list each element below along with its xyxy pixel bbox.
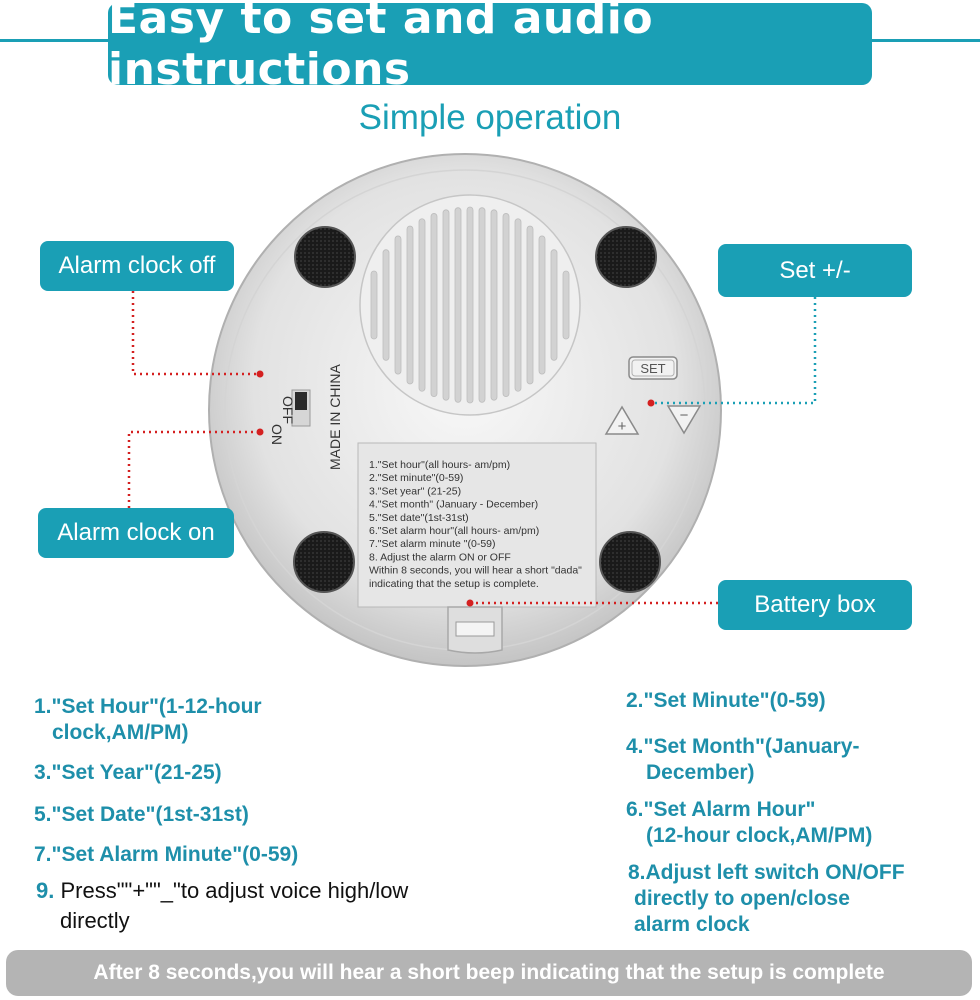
sticker-line: 5."Set date"(1st-31st) [369,512,469,524]
step-9-number: 9. [36,878,55,903]
grille-slot [538,235,546,375]
grille-slot [430,213,438,397]
pointer-alarm-on [127,430,260,508]
grille-slot [490,209,498,401]
speaker-grille [359,194,581,416]
sticker-line: indicating that the setup is complete. [369,578,539,590]
set-button[interactable]: SET [628,356,678,380]
page-title-text: Easy to set and audio instructions [108,0,654,95]
made-in-label: MADE IN CHINA [327,364,343,470]
callout-set-label: Set +/- [779,256,851,284]
grille-slot [394,235,402,375]
minus-button[interactable]: − [666,405,702,435]
step-4-line2: December) [646,761,755,784]
grille-slot [454,207,462,403]
plus-label: + [618,418,627,435]
pointer-dot [466,599,474,607]
page-title: Easy to set and audio instructions [108,0,872,95]
step-8-line1: 8.Adjust left switch ON/OFF [628,861,905,884]
grille-slot [550,249,558,361]
pointer-dot [256,370,264,378]
grille-slot [418,218,426,392]
step-1-line2: clock,AM/PM) [52,721,189,744]
title-line-right [870,39,980,42]
sticker-line: 6."Set alarm hour"(all hours- am/pm) [369,525,539,537]
step-4-line1: 4."Set Month"(January- [626,735,860,758]
plus-button[interactable]: + [604,405,640,435]
step-4: 4."Set Month"(January- December) [626,734,859,786]
callout-alarm-off-label: Alarm clock off [58,252,216,279]
grille-slot [562,270,570,340]
step-1: 1."Set Hour"(1-12-hour clock,AM/PM) [34,694,262,746]
step-6: 6."Set Alarm Hour" (12-hour clock,AM/PM) [626,797,872,849]
on-off-switch[interactable] [291,389,311,427]
rubber-foot [599,531,661,593]
instruction-sticker: 1."Set hour"(all hours- am/pm)2."Set min… [357,442,597,608]
grille-slot [478,207,486,403]
callout-alarm-on: Alarm clock on [38,508,234,558]
callout-alarm-off: Alarm clock off [40,241,234,291]
callout-battery: Battery box [718,580,912,630]
callout-battery-label: Battery box [754,591,876,618]
step-3: 3."Set Year"(21-25) [34,761,222,784]
grille-slot [442,209,450,401]
footer-note: After 8 seconds,you will hear a short be… [6,950,972,996]
grille-slot [406,225,414,385]
step-2: 2."Set Minute"(0-59) [626,689,826,712]
step-6-line1: 6."Set Alarm Hour" [626,798,816,821]
step-5: 5."Set Date"(1st-31st) [34,803,249,826]
grille-slot [526,225,534,385]
title-line-left [0,39,110,42]
callout-alarm-on-label: Alarm clock on [57,519,215,546]
step-8: 8.Adjust left switch ON/OFF directly to … [628,860,905,938]
grille-slot [514,218,522,392]
sticker-line: 3."Set year" (21-25) [369,485,461,497]
pointer-dot [647,399,655,407]
battery-latch[interactable] [447,606,503,654]
set-button-label: SET [640,361,665,376]
sticker-line: 8. Adjust the alarm ON or OFF [369,551,511,563]
step-7: 7."Set Alarm Minute"(0-59) [34,843,299,866]
step-8-line2: directly to open/close [634,887,850,910]
step-9-line2: directly [60,908,130,933]
step-9: 9. Press""+""_"to adjust voice high/low … [36,876,408,936]
step-8-line3: alarm clock [634,913,750,936]
switch-on-label: ON [269,424,285,445]
rubber-foot [595,226,657,288]
sticker-line: 7."Set alarm minute "(0-59) [369,538,496,550]
page-subtitle: Simple operation [358,98,622,137]
sticker-line: Within 8 seconds, you will hear a short … [369,565,582,577]
grille-slot [382,249,390,361]
rubber-foot [293,531,355,593]
switch-off-label: OFF [280,396,296,424]
step-6-line2: (12-hour clock,AM/PM) [646,824,873,847]
minus-label: − [680,407,689,424]
step-1-line1: 1."Set Hour"(1-12-hour [34,695,262,718]
footer-note-text: After 8 seconds,you will hear a short be… [93,961,885,984]
grille-slot [370,270,378,340]
step-9-line1: Press""+""_"to adjust voice high/low [60,878,409,903]
pointer-dot [256,428,264,436]
rubber-foot [294,226,356,288]
sticker-line: 4."Set month" (January - December) [369,499,538,511]
callout-set: Set +/- [718,244,912,297]
sticker-line: 2."Set minute"(0-59) [369,472,463,484]
grille-slot [466,206,474,404]
grille-slot [502,213,510,397]
sticker-line: 1."Set hour"(all hours- am/pm) [369,459,510,471]
